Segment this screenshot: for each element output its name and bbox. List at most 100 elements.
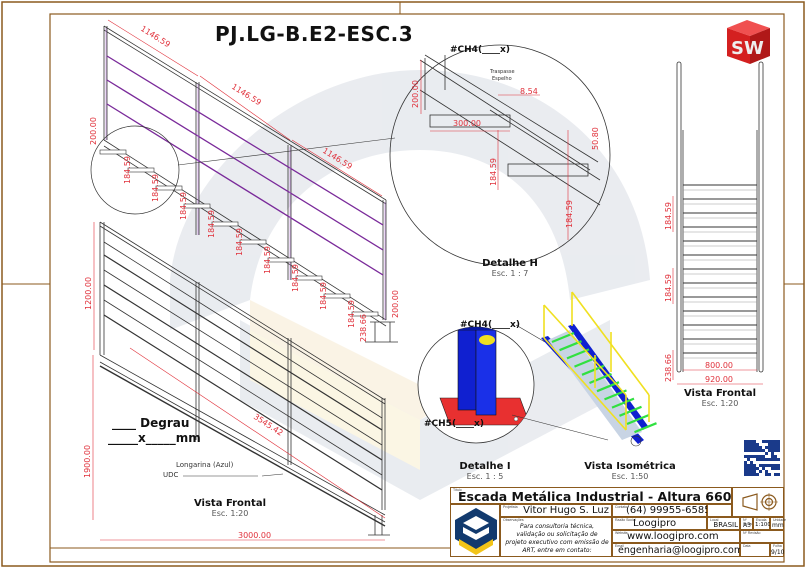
step-tread [127,167,155,173]
step-tread [99,149,127,155]
qr-module [753,470,756,473]
tb-units-label: Unidade [773,518,787,522]
tb-units: mm [772,522,784,529]
tb-designer-cell: Projetista Vitor Hugo S. Luz [500,504,612,517]
dim-rise: 184.59 [347,300,356,328]
tb-scale-cell: Escala 1:100 [753,517,771,530]
dim-rise: 184.59 [235,228,244,256]
tb-projection-symbol [732,487,784,517]
qr-module [777,440,780,443]
tb-designer-label: Projetista [503,505,518,509]
step-spec-line-1: ____ Degrau [112,416,189,431]
detail-h-scale: Esc. 1 : 7 [491,269,529,278]
tb-page-cell: Folha 9/10 [770,543,784,557]
side-elevation-upper [90,25,398,343]
dim-first-step: 238.66 [359,314,368,342]
qr-module [768,464,771,467]
tb-website[interactable]: www.loogipro.com [627,531,719,542]
dimension-rail-segments [107,19,383,197]
tb-title: Escada Metálica Industrial - Altura 6600… [458,489,767,504]
tb-company: Loogipro [633,518,677,529]
qr-module [744,449,747,452]
front-view-left-label: Vista Frontal [193,498,267,509]
tb-website-label: Website [615,531,628,535]
qr-module [750,467,753,470]
detail-i-callout-bottom: #CH5(____x) [424,419,484,429]
qr-code[interactable] [744,440,780,476]
front-view-right-scale: Esc. 1:20 [701,399,739,408]
front-view-right-label: Vista Frontal [683,388,757,399]
qr-module [747,467,750,470]
tb-phone-cell[interactable]: Contato (64) 99955-6585 [612,504,711,517]
detail-h-dim-nosing: 50.80 [591,127,600,150]
detail-h-dims [420,60,569,240]
dim-rise: 184.59 [179,192,188,220]
qr-module [747,458,750,461]
qr-module [777,473,780,476]
dim-rise: 184.59 [207,210,216,238]
qr-module [777,458,780,461]
isometric-label: Vista Isométrica [584,461,676,472]
tb-website-cell[interactable]: Website www.loogipro.com [612,530,740,543]
tb-phone[interactable]: (64) 99955-6585 [626,505,711,516]
qr-module [765,473,768,476]
qr-module [753,467,756,470]
qr-module [765,440,768,443]
qr-module [762,458,765,461]
qr-module [750,440,753,443]
qr-module [756,449,759,452]
qr-module [768,446,771,449]
qr-module [774,464,777,467]
front-view-right [676,61,764,373]
detail-i-drawing [417,324,609,444]
qr-module [762,440,765,443]
tb-contact-label: Contato [615,505,628,509]
qr-module [765,446,768,449]
tb-date-cell: Data [740,543,770,557]
qr-module [753,455,756,458]
tb-email[interactable]: engenharia@loogipro.com [618,545,744,556]
iso-step [619,405,642,417]
dim-rise: 184.59 [291,264,300,292]
dim-total-height: 1900.00 [83,445,92,478]
qr-module [750,443,753,446]
qr-module [759,470,762,473]
iso-step [634,422,657,434]
qr-module [774,473,777,476]
qr-module [774,440,777,443]
qr-module [759,446,762,449]
front-right-dim-first-step: 238.66 [664,354,673,382]
iso-step [626,413,650,426]
qr-module [774,449,777,452]
step-tread [239,239,267,245]
tb-email-cell[interactable]: Email engenharia@loogipro.com [612,543,744,557]
qr-module [759,449,762,452]
tb-designer: Vitor Hugo S. Luz [523,505,609,516]
tb-company-label: Razão Social [615,518,636,522]
qr-module [768,449,771,452]
step-tread [155,185,183,191]
qr-module [756,455,759,458]
qr-module [747,470,750,473]
qr-module [750,449,753,452]
tb-revision-cell: Nº Revisão [740,530,784,543]
step-tread [351,311,379,317]
tb-notes-label: Observações [503,518,524,522]
detail-h-dim-tread: 300.00 [453,119,481,128]
qr-module [744,470,747,473]
qr-module [744,461,747,464]
side-elevation-lower [99,221,390,536]
qr-module [771,455,774,458]
isometric-scale: Esc. 1:50 [611,472,649,481]
detail-h-dim-rise-1: 184.59 [489,158,498,186]
qr-module [768,473,771,476]
qr-module [753,473,756,476]
qr-module [747,473,750,476]
qr-module [759,458,762,461]
tb-notes: Para consultoria técnica, validação ou s… [505,523,609,554]
tb-scale: 1:100 [755,522,771,528]
tb-units-cell: Unidade mm [770,517,787,530]
solidworks-logo-text: SW [731,38,764,59]
qr-module [771,467,774,470]
